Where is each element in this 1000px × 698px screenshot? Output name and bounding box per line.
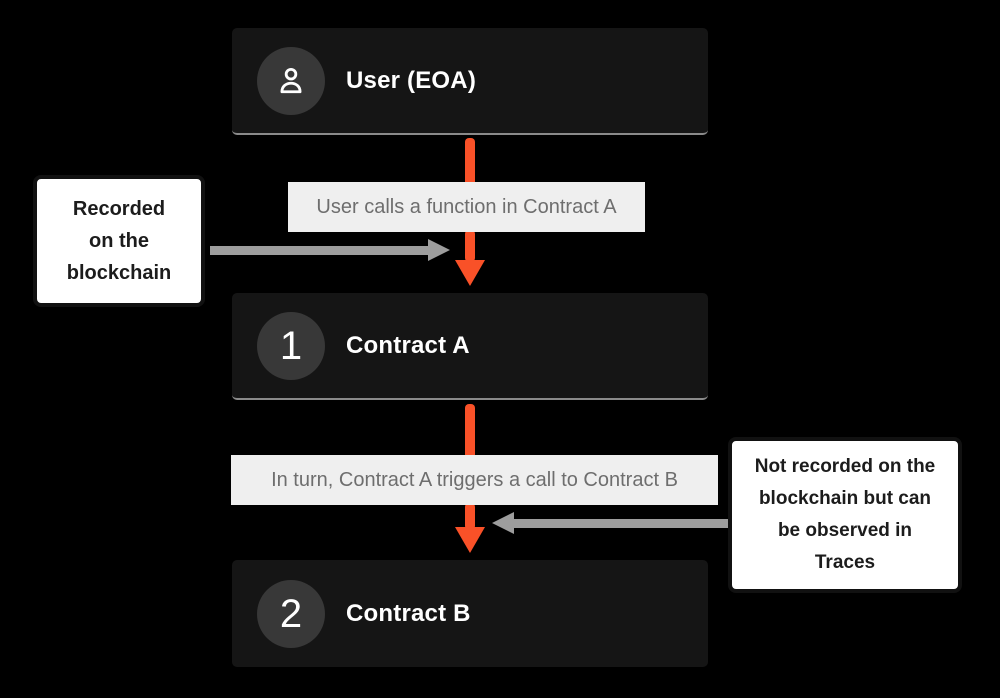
- flow-arrow-a-to-b-shaft: [465, 404, 475, 459]
- flow-arrow-user-to-a-shaft: [465, 138, 475, 186]
- flow-arrow-user-to-a-shaft-lower: [465, 230, 475, 262]
- user-icon: [274, 64, 308, 98]
- node-contract-b: 2 Contract B: [232, 560, 708, 667]
- step-2-badge: 2: [257, 579, 325, 648]
- note-left-line: Recorded: [72, 198, 166, 220]
- note-not-recorded-traces: Not recorded on the blockchain but can b…: [728, 437, 962, 593]
- flow-arrowhead-a-to-b: [455, 527, 485, 553]
- note-left-line: blockchain: [66, 262, 172, 284]
- flow-arrowhead-user-to-a: [455, 260, 485, 286]
- note-right-line: blockchain but can: [758, 488, 932, 509]
- node-contract-a: 1 Contract A: [232, 293, 708, 400]
- node-title-contract-b: Contract B: [346, 599, 471, 627]
- edge-label-a-triggers-b-text: In turn, Contract A triggers a call to C…: [271, 468, 678, 491]
- node-user-eoa: User (EOA): [232, 28, 708, 135]
- user-avatar-badge: [257, 46, 325, 115]
- step-2-number: 2: [279, 591, 303, 636]
- annotation-arrow-left-shaft: [210, 246, 430, 255]
- annotation-arrow-right-shaft: [503, 519, 728, 528]
- node-title-user-eoa: User (EOA): [346, 66, 477, 94]
- edge-label-user-calls-a-text: User calls a function in Contract A: [316, 195, 617, 218]
- annotation-arrowhead-right-icon: [428, 239, 450, 261]
- note-recorded-on-blockchain: Recorded on the blockchain: [33, 175, 205, 307]
- note-right-line: Traces: [814, 552, 876, 573]
- edge-label-user-calls-a: User calls a function in Contract A: [288, 182, 645, 232]
- node-title-contract-a: Contract A: [346, 331, 470, 359]
- step-1-badge: 1: [257, 311, 325, 380]
- note-right-line: be observed in: [777, 520, 913, 541]
- note-right-line: Not recorded on the: [754, 456, 936, 477]
- note-left-line: on the: [89, 230, 149, 252]
- step-1-number: 1: [279, 323, 303, 368]
- annotation-arrowhead-left-icon: [492, 512, 514, 534]
- edge-label-a-triggers-b: In turn, Contract A triggers a call to C…: [231, 455, 718, 505]
- flow-arrow-a-to-b-shaft-lower: [465, 503, 475, 530]
